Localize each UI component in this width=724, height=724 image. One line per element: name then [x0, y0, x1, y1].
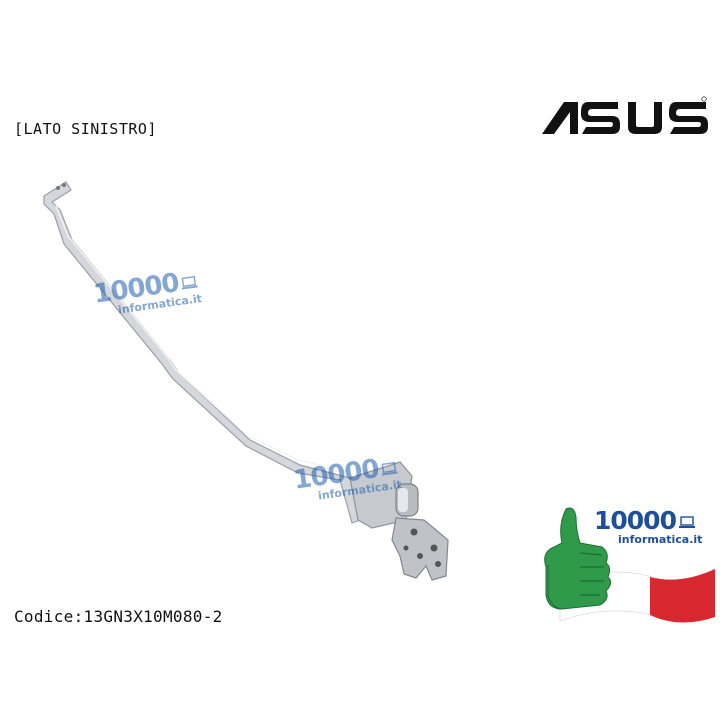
- watermark-logo: 10000 informatica.it: [292, 453, 403, 505]
- side-label: [LATO SINISTRO]: [14, 120, 157, 138]
- thumbs-up-flag-icon: [544, 507, 715, 623]
- seal-number: 10000: [594, 506, 677, 535]
- seal-text: 10000 informatica.it: [594, 508, 702, 546]
- product-code: Codice:13GN3X10M080-2: [14, 607, 223, 626]
- watermark-logo: 10000 informatica.it: [92, 267, 203, 319]
- asus-logo: [542, 96, 708, 134]
- laptop-icon: [180, 267, 199, 295]
- laptop-icon: [380, 453, 399, 481]
- seal-site: informatica.it: [618, 533, 703, 546]
- laptop-icon: [678, 508, 695, 534]
